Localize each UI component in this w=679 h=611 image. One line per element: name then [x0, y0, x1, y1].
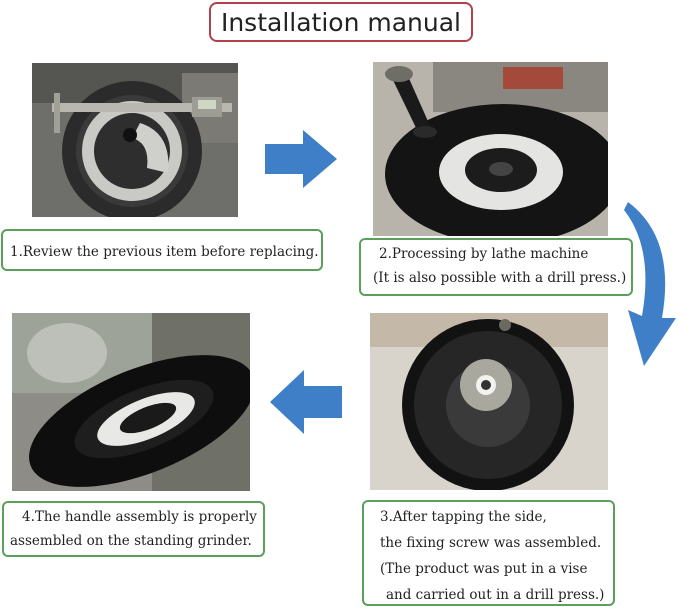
caption-line: and carried out in a drill press.) [386, 587, 605, 603]
caption-line: (The product was put in a vise [380, 561, 588, 577]
caption-line: the fixing screw was assembled. [380, 535, 602, 551]
caption-line: 3.After tapping the side, [380, 509, 547, 525]
arrow-left-icon [270, 370, 342, 434]
step-3-photo [370, 313, 608, 490]
step-1-photo [32, 63, 238, 217]
step-2-photo [373, 62, 608, 236]
page-title: Installation manual [209, 2, 473, 42]
step-2-caption: 2.Processing by lathe machine (It is als… [359, 238, 633, 296]
curved-arrow-down-icon [620, 198, 678, 368]
step-3-caption: 3.After tapping the side, the fixing scr… [362, 500, 615, 606]
step-4-caption: 4.The handle assembly is properly assemb… [2, 501, 265, 557]
step-1-caption: 1.Review the previous item before replac… [1, 229, 323, 271]
caption-line: 4.The handle assembly is properly [22, 509, 257, 525]
caption-line: 2.Processing by lathe machine [379, 246, 589, 262]
caption-line: (It is also possible with a drill press.… [373, 270, 627, 286]
caption-line: 1.Review the previous item before replac… [10, 244, 319, 260]
caption-line: assembled on the standing grinder. [10, 533, 252, 549]
arrow-right-icon [265, 130, 337, 188]
step-4-photo [12, 313, 250, 491]
